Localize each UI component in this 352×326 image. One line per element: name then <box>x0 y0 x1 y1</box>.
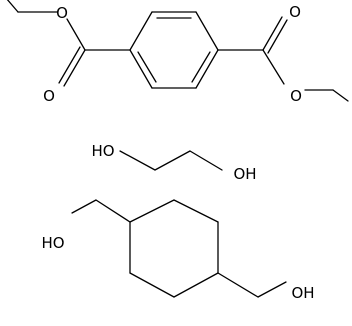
cyclohexane-right-hydroxyl-label: OH <box>291 284 314 302</box>
ethylene-glycol-right-hydroxyl-label: OH <box>233 165 256 183</box>
cyclohexane-left-hydroxyl-label: HO <box>41 234 64 252</box>
ethylene-glycol-left-hydroxyl-label: HO <box>91 142 114 160</box>
benzene-ring <box>129 11 219 89</box>
cyclohexane-ring <box>129 199 219 298</box>
left-ester-group <box>6 0 131 87</box>
right-ester-carbonyl-oxygen-label: O <box>289 3 301 21</box>
left-ester-carbonyl-oxygen-label: O <box>43 87 55 105</box>
ethylene-glycol: HO OH <box>91 142 256 183</box>
dimethyl-terephthalate: O O O O <box>6 0 349 105</box>
cyclohexanedimethanol: HO OH <box>41 199 315 302</box>
left-ester-ether-oxygen-label: O <box>56 4 68 22</box>
right-ester-ether-oxygen-label: O <box>290 87 302 105</box>
right-ester-group <box>217 16 349 102</box>
